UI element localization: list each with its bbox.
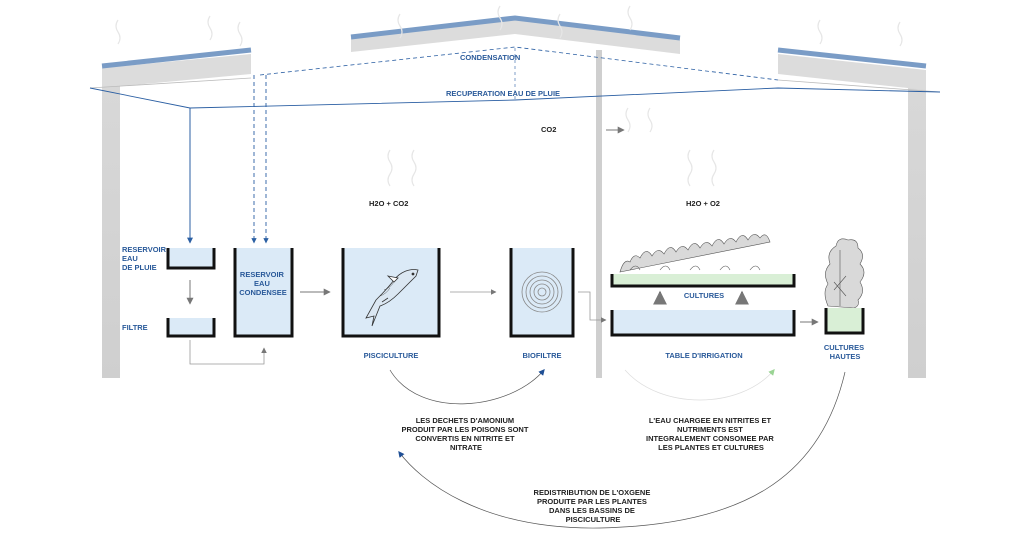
ammonium-cycle-arrow [389,369,545,405]
irrigation-table-label: TABLE D'IRRIGATION [665,351,742,360]
h2o-co2-label: H2O + CO2 [369,199,408,208]
biofilter-tank [509,248,575,338]
nitrite-water-note: L'EAU CHARGEE EN NITRITES ET NUTRIMENTS … [646,416,776,452]
filter-tank [166,318,216,338]
cultures-label: CULTURES [684,291,724,300]
condensation-label: CONDENSATION [460,53,520,62]
oxygen-cycle-arrow [398,371,846,529]
oxygen-note: REDISTRIBUTION DE L'OXGENE PRODUITE PAR … [534,488,653,524]
biofilter-to-irrigation-arrow [578,291,607,323]
left-roof-solar [101,47,252,69]
roof-outline [777,79,941,93]
tall-cultures-label: CULTURES HAUTES [824,343,866,361]
left-wall [102,80,120,378]
condensation-line [259,46,779,81]
filter-label: FILTRE [122,323,148,332]
fish-icon [365,269,419,327]
center-roof-panel [351,20,680,54]
fish-farming-label: PISCICULTURE [364,351,419,360]
biofilter-label: BIOFILTRE [522,351,561,360]
left-roof-panel [102,54,251,88]
center-post [596,50,602,378]
tall-cultures-pot [824,308,865,335]
heat-squiggles [115,5,903,187]
biofilter-rings-icon [521,271,563,313]
co2-label: CO2 [541,125,556,134]
filter-to-condensed-arrow [189,340,267,365]
center-roof-solar [350,15,681,41]
rain-reservoir-label: RESERVOIR EAU DE PLUIE [122,245,168,272]
ammonium-note: LES DECHETS D'AMONIUM PRODUIT PAR LES PO… [401,416,530,452]
right-roof-panel [778,54,926,90]
nutrient-cycle-arrow [624,369,775,401]
right-roof-solar [777,47,927,69]
plants-icon [619,234,771,273]
condensed-reservoir [233,248,294,338]
collection-lines [89,46,941,244]
rain-reservoir [166,248,216,270]
fish-tank [341,248,441,338]
irrigation-table [610,310,796,337]
building-structure [89,5,941,378]
rain-recovery-line [89,87,941,109]
h2o-o2-label: H2O + O2 [686,199,720,208]
cultures-tray [610,274,796,288]
roof-outline [89,77,252,89]
right-wall [908,88,926,378]
condensed-reservoir-label: RESERVOIR EAU CONDENSEE [239,270,287,297]
rain-recovery-label: RECUPERATION EAU DE PLUIE [446,89,560,98]
tall-plant-icon [824,238,865,309]
